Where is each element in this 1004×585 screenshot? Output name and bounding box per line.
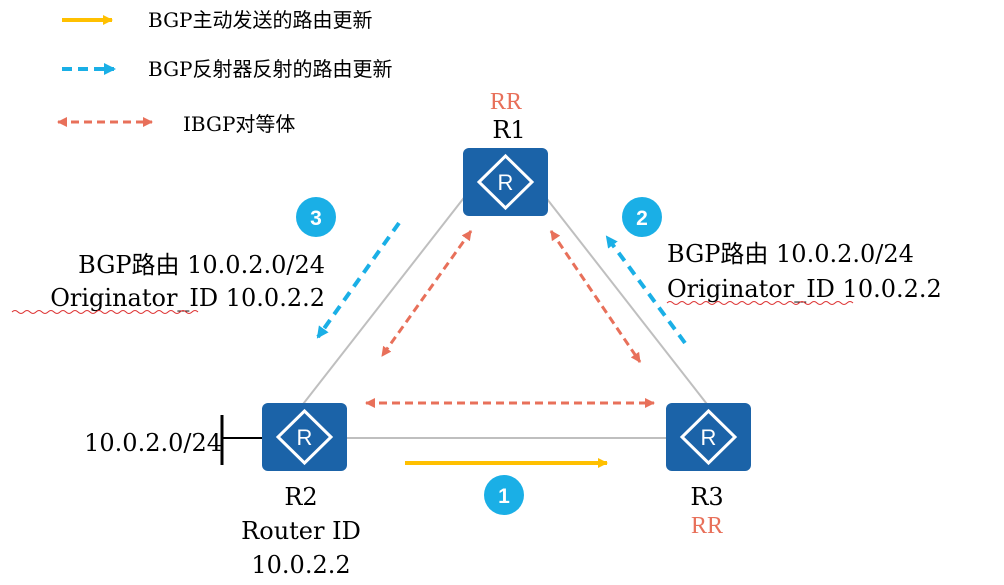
router-icon-r3 <box>666 403 751 471</box>
router-icon-r2 <box>262 403 347 471</box>
left-originator-label: Originator_ID 10.0.2.2 <box>50 284 325 312</box>
r1-role-label: RR <box>490 89 522 115</box>
right-route-label: BGP路由 10.0.2.0/24 <box>667 240 914 268</box>
router-r1: R <box>463 148 548 216</box>
peer-arrow-r1-r2 <box>380 230 473 357</box>
peer-arrow-r1-r3 <box>549 230 642 363</box>
r2-router-id-value: 10.0.2.2 <box>251 551 350 579</box>
ibgp-peer-arrows <box>365 230 655 408</box>
step-number: 2 <box>636 207 648 230</box>
router-letter: R <box>498 170 514 195</box>
network-label: 10.0.2.0/24 <box>84 429 222 457</box>
reflected-update-arrow-r1-r2 <box>316 221 401 339</box>
step-number: 1 <box>498 485 510 508</box>
step-badge-3: 3 <box>296 197 336 237</box>
step-number: 3 <box>310 207 322 230</box>
left-spellcheck-underline <box>11 310 199 314</box>
r3-name-label: R3 <box>690 483 723 511</box>
legend: BGP主动发送的路由更新 BGP反射器反射的路由更新 IBGP对等体 <box>57 8 393 136</box>
router-icon-r1 <box>463 148 548 216</box>
legend-reflected-label: BGP反射器反射的路由更新 <box>148 57 393 81</box>
reflected-update-arrow-r3-r1 <box>605 235 687 345</box>
legend-active-label: BGP主动发送的路由更新 <box>148 8 373 32</box>
router-letter: R <box>297 425 313 450</box>
router-letter: R <box>701 425 717 450</box>
router-r2: R <box>262 403 347 471</box>
r2-router-id-label: Router ID <box>241 517 361 545</box>
step-badge-2: 2 <box>622 197 662 237</box>
step-badge-1: 1 <box>484 475 524 515</box>
router-r3: R <box>666 403 751 471</box>
r3-role-label: RR <box>691 513 723 539</box>
left-route-label: BGP路由 10.0.2.0/24 <box>78 251 325 279</box>
r1-name-label: R1 <box>492 116 525 144</box>
right-originator-label: Originator_ID 10.0.2.2 <box>667 275 942 303</box>
r2-name-label: R2 <box>284 483 317 511</box>
right-spellcheck-underline <box>666 301 854 305</box>
legend-peer-label: IBGP对等体 <box>183 112 295 136</box>
